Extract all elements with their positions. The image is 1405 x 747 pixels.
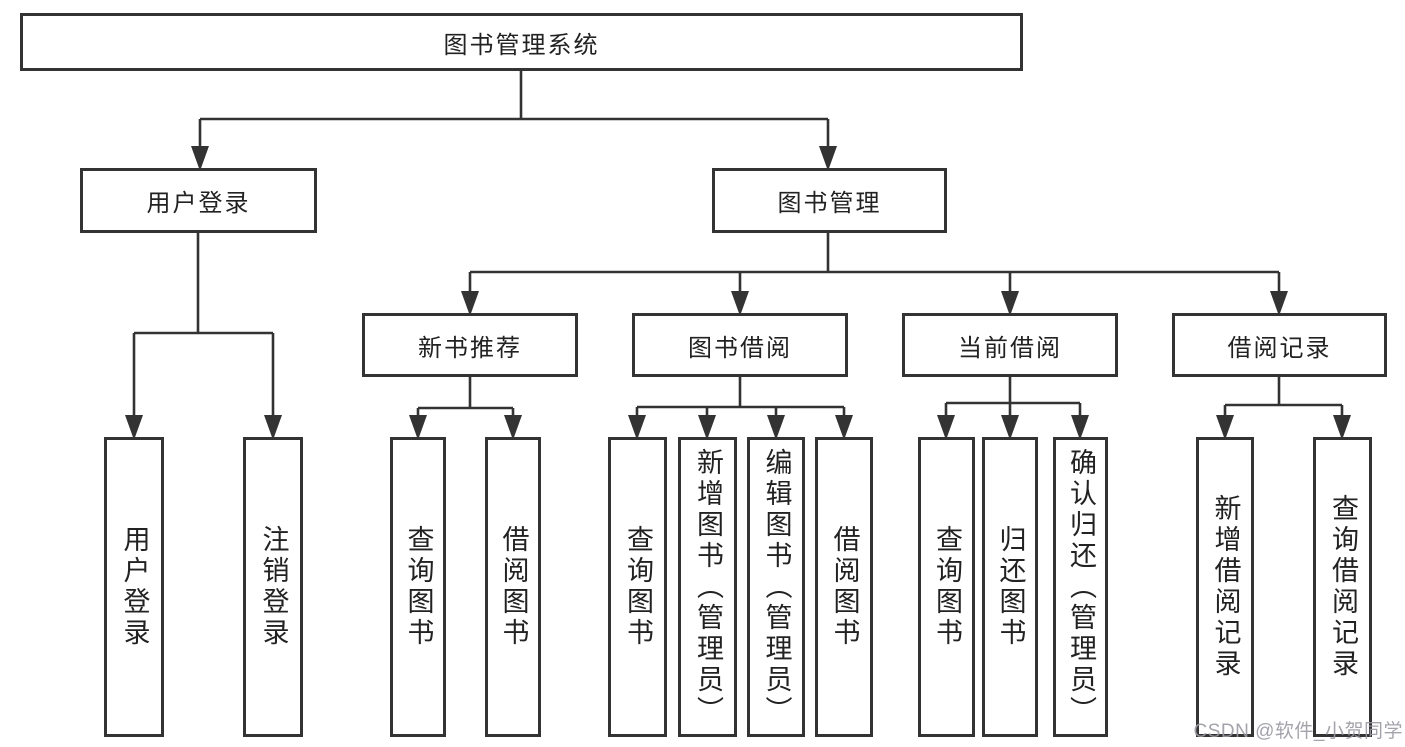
leaf-add-borrow-record: 新增借阅记录 <box>1196 437 1254 737</box>
leaf-borrow-books-borrow: 借阅图书 <box>815 437 873 737</box>
leaf-label: 借阅图书 <box>829 525 860 649</box>
leaf-confirm-return-admin: 确认归还（管理员） <box>1053 437 1108 737</box>
arrowhead <box>461 291 479 316</box>
arrowhead <box>767 415 785 440</box>
arrowhead <box>1216 415 1234 440</box>
arrowhead <box>1333 415 1351 440</box>
connector-bookborrow-to-leaves <box>628 375 853 440</box>
arrowhead <box>1270 291 1288 316</box>
arrowhead <box>628 415 646 440</box>
arrowhead <box>1001 291 1019 316</box>
node-label: 用户登录 <box>146 190 251 217</box>
leaf-label: 查询图书 <box>932 525 962 649</box>
connector-userlogin-to-leaves <box>125 231 282 440</box>
leaf-label: 查询借阅记录 <box>1328 494 1358 680</box>
leaf-label: 新增图书（管理员） <box>693 447 723 727</box>
leaf-query-books-borrow: 查询图书 <box>608 437 667 737</box>
node-label: 图书管理 <box>777 190 882 217</box>
arrowhead <box>698 415 716 440</box>
arrowhead <box>125 415 143 440</box>
node-borrow-records: 借阅记录 <box>1172 313 1387 377</box>
node-label: 图书借阅 <box>688 334 792 362</box>
leaf-label: 编辑图书（管理员） <box>761 447 792 727</box>
leaf-return-book: 归还图书 <box>982 437 1038 737</box>
arrowhead <box>409 415 427 440</box>
node-user-login: 用户登录 <box>80 168 317 233</box>
leaf-label: 注销登录 <box>258 525 289 649</box>
arrowhead <box>835 415 853 440</box>
leaf-label: 归还图书 <box>995 525 1026 649</box>
leaf-borrow-books-newbook: 借阅图书 <box>485 437 541 737</box>
leaf-label: 确认归还（管理员） <box>1066 447 1096 727</box>
watermark: CSDN @软件_小贺同学 <box>1193 721 1403 742</box>
leaf-query-books-newbook: 查询图书 <box>390 437 446 737</box>
connector-bookmgmt-to-level3 <box>461 231 1288 316</box>
leaf-label: 新增借阅记录 <box>1210 494 1241 680</box>
node-book-management: 图书管理 <box>712 168 947 233</box>
leaf-label: 借阅图书 <box>498 525 529 649</box>
leaf-user-login: 用户登录 <box>104 437 164 737</box>
node-new-book-recommend: 新书推荐 <box>362 313 578 377</box>
connector-currentborrow-to-leaves <box>937 375 1089 440</box>
leaf-label: 查询图书 <box>623 525 653 649</box>
node-label: 当前借阅 <box>958 334 1062 362</box>
arrowhead <box>819 146 837 171</box>
arrowhead <box>1001 415 1019 440</box>
leaf-label: 用户登录 <box>119 525 150 649</box>
leaf-edit-book-admin: 编辑图书（管理员） <box>747 437 805 737</box>
arrowhead <box>937 415 955 440</box>
arrowhead <box>731 291 749 316</box>
arrowhead <box>191 146 209 171</box>
connector-newbook-to-leaves <box>409 375 522 440</box>
node-book-borrow: 图书借阅 <box>632 313 848 377</box>
arrowhead <box>504 415 522 440</box>
node-current-borrow: 当前借阅 <box>902 313 1118 377</box>
leaf-label: 查询图书 <box>403 525 434 649</box>
node-root-label: 图书管理系统 <box>443 31 600 59</box>
leaf-query-books-current: 查询图书 <box>918 437 975 737</box>
connector-borrowrecords-to-leaves <box>1216 375 1351 440</box>
arrowhead <box>264 415 282 440</box>
arrowhead <box>1071 415 1089 440</box>
leaf-add-book-admin: 新增图书（管理员） <box>678 437 737 737</box>
node-root: 图书管理系统 <box>20 13 1023 71</box>
leaf-query-borrow-record: 查询借阅记录 <box>1313 437 1372 737</box>
node-label: 借阅记录 <box>1227 334 1332 362</box>
leaf-logout: 注销登录 <box>243 437 303 737</box>
node-label: 新书推荐 <box>418 334 522 362</box>
connector-root-to-level2 <box>191 71 837 171</box>
